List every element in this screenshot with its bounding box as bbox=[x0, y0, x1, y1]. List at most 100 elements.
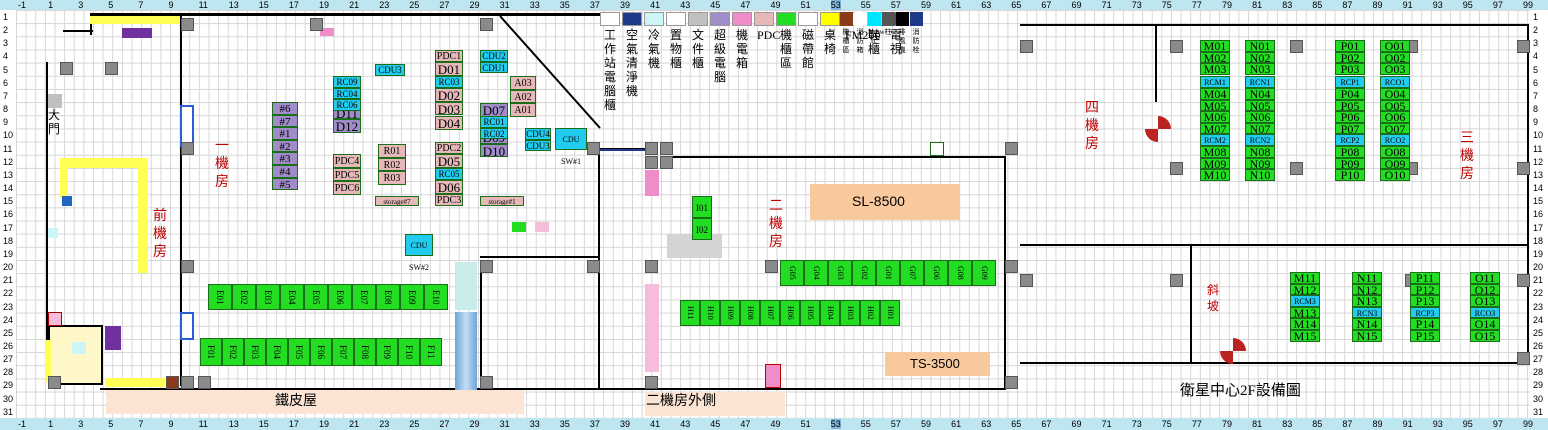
legend-label: 冷氣機 bbox=[647, 28, 660, 70]
pillar bbox=[1005, 142, 1018, 155]
rack-unit: F11 bbox=[420, 338, 442, 366]
ruler-bottom-number: 13 bbox=[228, 419, 239, 429]
rack-unit: M15 bbox=[1290, 330, 1320, 342]
legend-label: 工作站電腦櫃 bbox=[603, 28, 616, 112]
rack-unit: M05 bbox=[1200, 99, 1230, 111]
rack-unit: F05 bbox=[288, 338, 310, 366]
ruler-right bbox=[1530, 10, 1546, 418]
rack-unit: O12 bbox=[1470, 283, 1500, 295]
ruler-top-number: 3 bbox=[78, 0, 84, 10]
cdu-unit: CDU SW#1 bbox=[555, 128, 587, 166]
ruler-top-number: 63 bbox=[981, 0, 992, 10]
rack-unit: G03 bbox=[828, 260, 852, 286]
door bbox=[180, 312, 194, 340]
rack-unit: O08 bbox=[1380, 146, 1410, 158]
cream-area bbox=[48, 325, 103, 385]
ruler-top-number: 79 bbox=[1222, 0, 1233, 10]
shoe-cabinet bbox=[48, 94, 62, 108]
ruler-bottom-number: 87 bbox=[1342, 419, 1353, 429]
rack-unit: N14 bbox=[1352, 318, 1382, 330]
ruler-top-number: 59 bbox=[921, 0, 932, 10]
ruler-bottom-number: 25 bbox=[409, 419, 420, 429]
wall bbox=[1020, 244, 1528, 246]
rack-unit: H10 bbox=[700, 300, 720, 326]
ruler-top-number: 9 bbox=[168, 0, 174, 10]
rack-unit: M02 bbox=[1200, 51, 1230, 63]
rack-unit: M09 bbox=[1200, 157, 1230, 169]
rack-unit: E02 bbox=[232, 284, 256, 310]
desk bbox=[60, 158, 68, 198]
fx-unit: #4 bbox=[272, 165, 298, 178]
ruler-bottom-number: 47 bbox=[740, 419, 751, 429]
pillar bbox=[1290, 162, 1303, 175]
aircon bbox=[72, 342, 86, 354]
exhaust-fan-icon bbox=[1220, 338, 1246, 364]
ruler-top-number: 67 bbox=[1041, 0, 1052, 10]
rack-unit: F10 bbox=[398, 338, 420, 366]
rack-unit: M11 bbox=[1290, 272, 1320, 284]
rack-unit: R01 bbox=[378, 144, 406, 158]
legend-swatch bbox=[754, 12, 774, 26]
pillar bbox=[587, 260, 600, 273]
cdu-unit: CDU SW#2 bbox=[405, 234, 433, 272]
ruler-left-number: 28 bbox=[3, 367, 14, 378]
desk bbox=[60, 158, 148, 168]
rack-unit: G02 bbox=[852, 260, 876, 286]
ruler-right-number: 25 bbox=[1533, 327, 1544, 338]
ruler-bottom-number: 39 bbox=[620, 419, 631, 429]
legend-small-label: 柱 bbox=[884, 28, 892, 36]
rack-unit: I01 bbox=[692, 196, 712, 218]
ruler-bottom-number: 69 bbox=[1071, 419, 1082, 429]
wall bbox=[667, 156, 1005, 158]
rc-unit: RCO1 bbox=[1380, 76, 1410, 88]
room-three-label: 三機房 bbox=[1460, 131, 1474, 182]
cdu-unit: CDU4 bbox=[525, 128, 551, 140]
ruler-bottom-number: 9 bbox=[168, 419, 174, 429]
pdc-unit: PDC5 bbox=[333, 167, 361, 182]
rack-unit: N03 bbox=[1245, 63, 1275, 75]
legend-swatch-small bbox=[868, 12, 881, 26]
wall bbox=[600, 388, 1005, 390]
rack-unit: E05 bbox=[304, 284, 328, 310]
ruler-left-number: 23 bbox=[3, 301, 14, 312]
rack-unit: P01 bbox=[1335, 40, 1365, 52]
desk bbox=[45, 340, 51, 382]
ruler-left-number: 12 bbox=[3, 156, 14, 167]
legend-label: PDC bbox=[757, 28, 781, 42]
rack-unit: H02 bbox=[860, 300, 880, 326]
sl8500-box bbox=[810, 184, 960, 220]
rack-unit: R02 bbox=[378, 157, 406, 172]
wall bbox=[90, 13, 600, 16]
ruler-left-number: 3 bbox=[3, 38, 9, 49]
ruler-left-number: 8 bbox=[3, 104, 9, 115]
rack-unit: O04 bbox=[1380, 88, 1410, 100]
ruler-bottom-number: 93 bbox=[1432, 419, 1443, 429]
ruler-top-number: 25 bbox=[409, 0, 420, 10]
rack-unit: O13 bbox=[1470, 295, 1500, 307]
pillar bbox=[166, 376, 179, 389]
ruler-bottom-number: 23 bbox=[379, 419, 390, 429]
mech-box bbox=[48, 312, 62, 326]
rack-unit: P13 bbox=[1410, 295, 1440, 307]
ruler-right-number: 6 bbox=[1533, 77, 1539, 88]
ruler-right-number: 10 bbox=[1533, 130, 1544, 141]
ruler-left-number: 14 bbox=[3, 183, 14, 194]
rack-unit: O01 bbox=[1380, 40, 1410, 52]
rc-unit: RCN2 bbox=[1245, 134, 1275, 146]
rack-unit: N11 bbox=[1352, 272, 1382, 284]
rack-unit: O07 bbox=[1380, 122, 1410, 135]
rack-unit: G06 bbox=[924, 260, 948, 286]
pillar bbox=[1005, 376, 1018, 389]
rack-unit: F04 bbox=[266, 338, 288, 366]
wall bbox=[1020, 362, 1528, 364]
rack-unit: H08 bbox=[740, 300, 760, 326]
ruler-left-number: 25 bbox=[3, 327, 14, 338]
ruler-bottom-number: 17 bbox=[288, 419, 299, 429]
storage-unit: storage#1 bbox=[480, 196, 524, 206]
rack-unit: E04 bbox=[280, 284, 304, 310]
fx-unit: #1 bbox=[272, 127, 298, 140]
rack-unit: P12 bbox=[1410, 283, 1440, 295]
ruler-right-number: 19 bbox=[1533, 248, 1544, 259]
ruler-top-number: 71 bbox=[1101, 0, 1112, 10]
pillar bbox=[765, 260, 778, 273]
